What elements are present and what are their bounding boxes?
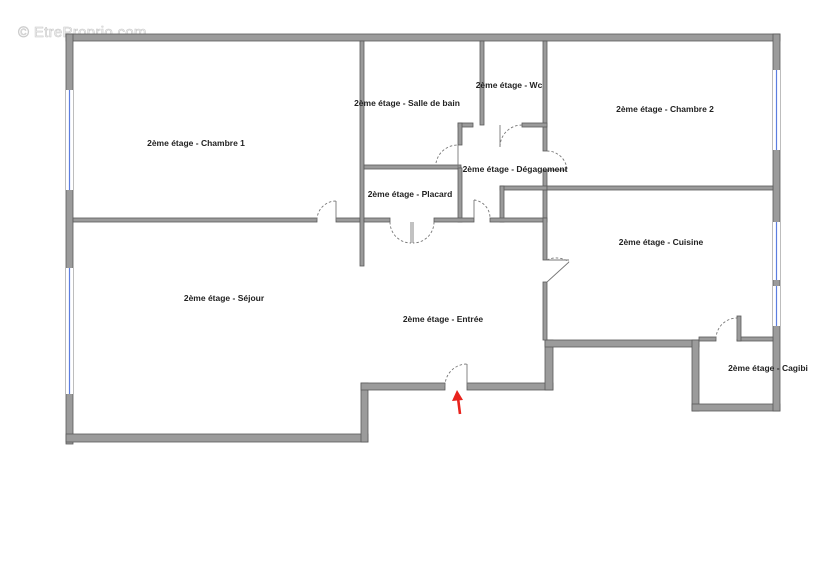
wall-bottom-cuisine [544, 339, 700, 348]
label-degagement: 2ème étage - Dégagement [463, 164, 568, 174]
doors [316, 124, 738, 387]
door-cagibi [715, 317, 738, 340]
label-placard: 2ème étage - Placard [368, 189, 453, 199]
door-chambre1 [316, 200, 337, 221]
wall-entree-right [544, 339, 554, 391]
wall-top [65, 33, 781, 42]
label-wc: 2ème étage - Wc [476, 80, 543, 90]
room-labels: 2ème étage - Chambre 1 2ème étage - Sall… [147, 80, 808, 373]
wall-cagibi-left [691, 339, 700, 412]
label-entree: 2ème étage - Entrée [403, 314, 484, 324]
wall-left [65, 33, 74, 445]
wall-placard-bottom-left [363, 217, 391, 223]
wall-cagibi-top-left [698, 336, 717, 342]
wall-chambre1-sejour [72, 217, 318, 223]
door-entree [444, 363, 468, 387]
wall-chambre2-bottom [546, 185, 774, 191]
wall-step-vertical [360, 382, 369, 443]
windows [66, 70, 780, 394]
wall-bottom-entree-right [466, 382, 554, 391]
wall-sdb-bottom [363, 164, 462, 170]
label-sejour: 2ème étage - Séjour [184, 293, 265, 303]
door-wc [499, 124, 523, 148]
wall-deg-top-right [521, 122, 548, 128]
label-chambre1: 2ème étage - Chambre 1 [147, 138, 245, 148]
wall-placard-right [457, 167, 463, 223]
label-cuisine: 2ème étage - Cuisine [619, 237, 704, 247]
exterior-walls [65, 33, 781, 445]
wall-cuisine-left-bottom [542, 281, 548, 341]
label-salle-de-bain: 2ème étage - Salle de bain [354, 98, 460, 108]
wall-deg-right [542, 169, 548, 223]
wall-chambre1-right [359, 40, 365, 267]
wall-deg-bottom-left [499, 185, 505, 223]
wall-bottom-entree-left [360, 382, 446, 391]
door-placard-left [389, 221, 412, 244]
wall-deg-bottom-top [499, 185, 548, 191]
wall-cagibi-bottom [691, 403, 781, 412]
door-placard-right [412, 221, 435, 244]
wall-cuisine-left-top [542, 217, 548, 261]
label-chambre2: 2ème étage - Chambre 2 [616, 104, 714, 114]
door-degagement [473, 199, 491, 219]
wall-cagibi-top-right [736, 336, 774, 342]
wall-deg-bottom [489, 217, 548, 223]
wall-deg-left-top [457, 122, 463, 146]
wall-bottom-sejour [65, 433, 369, 443]
wall-placard-bottom-right [433, 217, 475, 223]
label-cagibi: 2ème étage - Cagibi [728, 363, 808, 373]
wall-wc-right [542, 40, 548, 152]
entrance-arrow-icon [452, 390, 463, 415]
wall-wc-left [479, 40, 485, 126]
wall-chambre1-sejour-b [335, 217, 361, 223]
door-chambre2 [546, 150, 568, 171]
door-salle-de-bain [435, 144, 459, 164]
wall-cagibi-stub [736, 315, 742, 342]
